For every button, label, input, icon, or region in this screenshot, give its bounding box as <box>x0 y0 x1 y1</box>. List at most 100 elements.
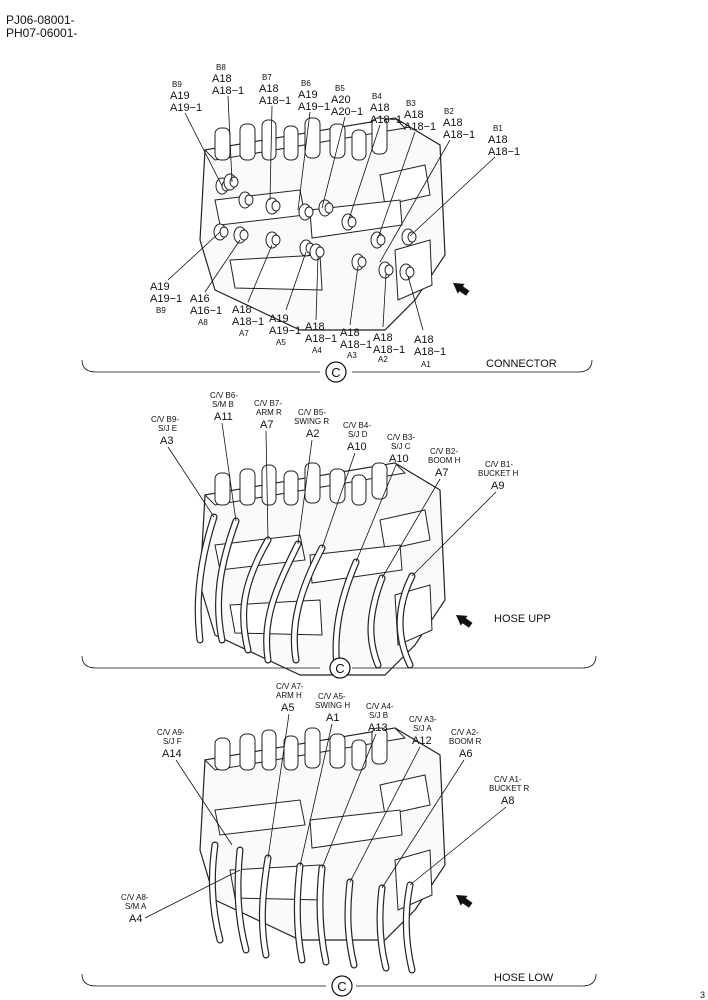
function-name: SWING H <box>315 701 350 710</box>
function-name: ARM R <box>256 408 282 417</box>
part-number: A18 <box>212 73 232 85</box>
cv-code: C/V B4- <box>343 421 371 430</box>
part-number: A19−1 <box>170 102 202 114</box>
section-divider-right <box>356 973 597 987</box>
position-code: A5 <box>276 338 286 347</box>
function-name: S/J B <box>369 711 388 720</box>
part-number: A7 <box>260 419 273 431</box>
serial-line-2: PH07-06001- <box>6 26 78 40</box>
function-name: SWING R <box>294 417 329 426</box>
part-number: A19 <box>150 281 170 293</box>
view-direction-arrow-icon <box>449 278 472 299</box>
part-number: A14 <box>162 748 182 760</box>
view-direction-arrow-icon <box>452 610 475 631</box>
connector-callout-a1-bottom: A18 A18−1 A1 <box>407 275 446 369</box>
cv-code: C/V B3- <box>387 433 415 442</box>
position-code: B8 <box>216 63 226 72</box>
part-number: A18−1 <box>404 121 436 133</box>
marker-c-letter: C <box>335 661 344 676</box>
part-number: A18−1 <box>414 346 446 358</box>
cv-code: C/V B7- <box>254 399 282 408</box>
marker-c-letter: C <box>331 365 340 380</box>
part-number: A18 <box>443 117 463 129</box>
connector-callout-a8-bottom: A16 A16−1 A8 <box>190 239 241 327</box>
part-number: A18−1 <box>370 114 402 126</box>
connector-callout-b7-top: B7 A18 A18−1 <box>259 73 291 201</box>
cv-code: C/V B9- <box>151 415 179 424</box>
section-divider-right <box>352 655 597 669</box>
part-number: A19 <box>269 313 289 325</box>
function-name: BUCKET R <box>489 784 530 793</box>
marker-c-circle <box>325 361 347 383</box>
hose-upp-callout-b5: C/V B5- SWING R A2 <box>294 408 329 545</box>
part-number: A18 <box>404 109 424 121</box>
connector-callout-a4-bottom: A18 A18−1 A4 <box>305 255 337 355</box>
cv-code: C/V A2- <box>451 728 479 737</box>
connector-callout-a7-bottom: A18 A18−1 A7 <box>232 244 273 338</box>
part-number: A19−1 <box>298 101 330 113</box>
part-number: A18 <box>259 83 279 95</box>
part-number: A18−1 <box>305 333 337 345</box>
connector-callout-a3-bottom: A18 A18−1 A3 <box>340 265 372 360</box>
connector-callout-b3-top: B3 A18 A18−1 <box>377 99 436 239</box>
function-name: S/J C <box>391 442 411 451</box>
position-code: B5 <box>335 84 345 93</box>
part-number: A18 <box>488 134 508 146</box>
part-number: A13 <box>368 722 388 734</box>
position-code: B9 <box>156 306 166 315</box>
function-name: ARM H <box>276 691 302 700</box>
function-name: S/J F <box>163 737 182 746</box>
cv-code: C/V B2- <box>430 447 458 456</box>
part-number: A18 <box>305 321 325 333</box>
cv-code: C/V A9- <box>157 728 185 737</box>
function-name: BOOM R <box>449 737 482 746</box>
function-name: S/J A <box>413 724 432 733</box>
marker-c-letter: C <box>337 979 346 994</box>
hose-low-callout-a2: C/V A2- BOOM R A6 <box>381 728 482 889</box>
cv-code: C/V B6- <box>210 391 238 400</box>
cv-code: C/V A1- <box>494 775 522 784</box>
part-number: A9 <box>491 480 504 492</box>
part-number: A7 <box>435 467 448 479</box>
hose-upp-callout-b1: C/V B1- BUCKET H A9 <box>411 460 519 577</box>
marker-c-circle <box>331 975 353 997</box>
cv-code: C/V A7- <box>276 682 304 691</box>
part-number: A18−1 <box>232 316 264 328</box>
part-number: A18−1 <box>443 129 475 141</box>
connector-callout-b6-top: B6 A19 A19−1 <box>297 79 330 211</box>
part-number: A4 <box>129 913 142 925</box>
section-divider-left <box>81 973 326 987</box>
position-code: B6 <box>301 79 311 88</box>
position-code: B2 <box>444 107 454 116</box>
part-number: A10 <box>347 441 367 453</box>
part-number: A18−1 <box>373 344 405 356</box>
position-code: A1 <box>421 360 431 369</box>
function-name: S/M A <box>125 902 147 911</box>
position-code: A2 <box>378 355 388 364</box>
hose-upp-callout-b2: C/V B2- BOOM H A7 <box>381 447 461 579</box>
function-name: BUCKET H <box>478 469 519 478</box>
serial-range: PJ06-08001- PH07-06001- <box>6 14 77 40</box>
hose-low-callout-a5: C/V A5- SWING H A1 <box>299 692 350 867</box>
connector-callout-b5-top: B5 A20 A20−1 <box>321 84 363 209</box>
part-number: A16−1 <box>190 305 222 317</box>
connector-callout-b2-top: B2 A18 A18−1 <box>379 107 475 263</box>
part-number: A18−1 <box>259 95 291 107</box>
part-number: A2 <box>306 428 319 440</box>
section-divider-left <box>81 359 320 373</box>
hose-upp-callout-b7: C/V B7- ARM R A7 <box>254 399 282 541</box>
part-number: A19−1 <box>269 325 301 337</box>
marker-c-circle <box>329 657 351 679</box>
page-number-fragment: 3 <box>700 990 705 1000</box>
part-number: A19 <box>298 89 318 101</box>
connector-callout-b8-top: B8 A18 A18−1 <box>212 63 244 183</box>
valve-block-connector <box>199 117 446 331</box>
position-code: A7 <box>239 329 249 338</box>
part-number: A19−1 <box>150 293 182 305</box>
position-code: A3 <box>347 351 357 360</box>
cv-code: C/V A8- <box>121 893 149 902</box>
position-code: B4 <box>372 92 382 101</box>
part-number: A11 <box>214 411 233 423</box>
serial-line-1: PJ06-08001- <box>6 13 75 27</box>
part-number: A8 <box>501 795 514 807</box>
